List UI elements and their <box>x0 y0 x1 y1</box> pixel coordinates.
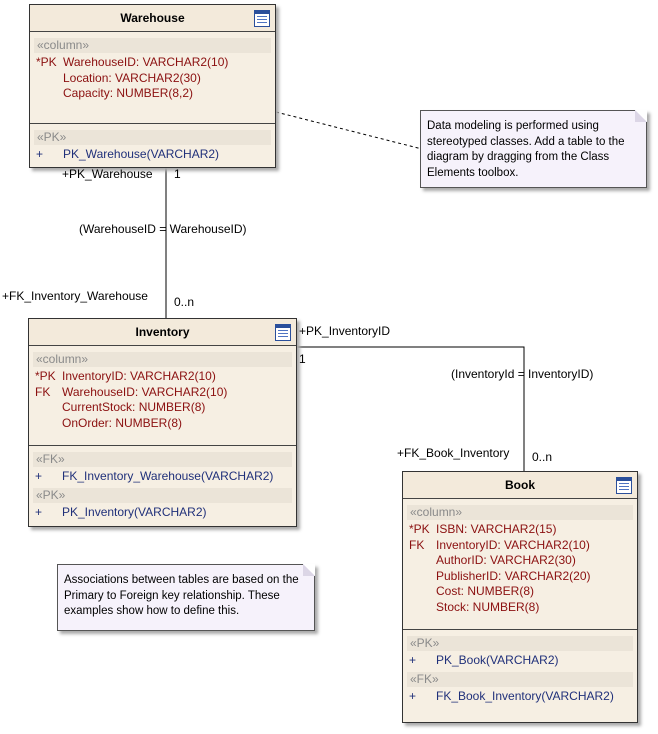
column-row[interactable]: FK InventoryID: VARCHAR2(10) <box>407 538 633 554</box>
operation-text: FK_Inventory_Warehouse(VARCHAR2) <box>62 469 274 483</box>
table-name: Warehouse <box>120 11 185 25</box>
column-stereotype: «column» <box>407 505 633 520</box>
table-inventory[interactable]: Inventory «column» *PK InventoryID: VARCH… <box>28 318 297 527</box>
column-text: InventoryID: VARCHAR2(10) <box>436 537 590 552</box>
column-row[interactable]: Location: VARCHAR2(30) <box>34 71 271 87</box>
source-role-label: +PK_InventoryID <box>299 324 391 338</box>
key-marker: *PK <box>409 522 430 536</box>
target-role-label: +FK_Inventory_Warehouse <box>2 289 148 303</box>
key-marker: FK <box>35 384 51 399</box>
fk-stereotype: «FK» <box>33 452 292 467</box>
column-text: CurrentStock: NUMBER(8) <box>62 400 206 414</box>
column-row[interactable]: OnOrder: NUMBER(8) <box>33 416 292 432</box>
column-row[interactable]: Cost: NUMBER(8) <box>407 584 633 600</box>
note-data-modeling[interactable]: Data modeling is performed using stereot… <box>420 110 647 188</box>
columns-section: «column» *PK InventoryID: VARCHAR2(10) FK… <box>29 346 296 445</box>
source-role-label: +PK_Warehouse <box>62 167 153 181</box>
table-book[interactable]: Book «column» *PK ISBN: VARCHAR2(15) FK In… <box>402 471 638 723</box>
columns-section: «column» *PK WarehouseID: VARCHAR2(10) Lo… <box>30 32 275 123</box>
operation-text: PK_Inventory(VARCHAR2) <box>62 505 207 519</box>
column-text: OnOrder: NUMBER(8) <box>62 415 183 430</box>
note-link-dashed <box>275 111 423 150</box>
operations-section: «FK» + FK_Inventory_Warehouse(VARCHAR2) «… <box>29 445 296 526</box>
key-marker: *PK <box>36 55 57 69</box>
column-text: ISBN: VARCHAR2(15) <box>436 522 557 536</box>
table-header: Inventory <box>29 319 296 346</box>
operation-text: PK_Book(VARCHAR2) <box>436 653 559 667</box>
operation-row[interactable]: + PK_Book(VARCHAR2) <box>407 653 633 668</box>
operations-section: «PK» + PK_Book(VARCHAR2) «FK» + FK_Book_In… <box>403 629 637 722</box>
table-header: Book <box>403 472 637 499</box>
column-stereotype: «column» <box>33 352 292 367</box>
column-row[interactable]: Stock: NUMBER(8) <box>407 600 633 616</box>
operation-row[interactable]: + PK_Inventory(VARCHAR2) <box>33 505 292 520</box>
column-row[interactable]: FK WarehouseID: VARCHAR2(10) <box>33 385 292 401</box>
column-row[interactable]: *PK WarehouseID: VARCHAR2(10) <box>34 55 271 71</box>
note-fold-corner <box>635 110 647 122</box>
column-text: WarehouseID: VARCHAR2(10) <box>62 384 228 399</box>
table-warehouse[interactable]: Warehouse «column» *PK WarehouseID: VARCH… <box>29 4 276 168</box>
table-name: Inventory <box>135 325 190 339</box>
operation-row[interactable]: + FK_Book_Inventory(VARCHAR2) <box>407 689 633 704</box>
note-text: Associations between tables are based on… <box>64 574 299 617</box>
target-multiplicity-label: 0..n <box>532 450 553 464</box>
connector-inventory-book[interactable] <box>296 346 525 471</box>
join-condition-label: (WarehouseID = WarehouseID) <box>79 222 247 236</box>
visibility-marker: + <box>36 147 44 161</box>
key-marker: FK <box>409 537 425 552</box>
column-text: Capacity: NUMBER(8,2) <box>63 86 194 100</box>
column-row[interactable]: Capacity: NUMBER(8,2) <box>34 86 271 102</box>
column-text: PublisherID: VARCHAR2(20) <box>436 568 591 583</box>
pk-stereotype: «PK» <box>34 130 271 145</box>
column-row[interactable]: *PK ISBN: VARCHAR2(15) <box>407 522 633 538</box>
visibility-marker: + <box>409 689 417 703</box>
columns-section: «column» *PK ISBN: VARCHAR2(15) FK Invento… <box>403 499 637 629</box>
column-text: WarehouseID: VARCHAR2(10) <box>63 55 229 69</box>
join-condition-label: (InventoryId = InventoryID) <box>451 367 594 381</box>
column-text: Stock: NUMBER(8) <box>436 599 540 614</box>
table-icon <box>275 324 291 341</box>
pk-stereotype: «PK» <box>33 488 292 503</box>
column-row[interactable]: *PK InventoryID: VARCHAR2(10) <box>33 369 292 385</box>
table-name: Book <box>505 478 535 492</box>
column-text: Cost: NUMBER(8) <box>436 584 535 598</box>
visibility-marker: + <box>409 653 417 667</box>
fk-stereotype: «FK» <box>407 672 633 687</box>
column-text: AuthorID: VARCHAR2(30) <box>436 553 576 567</box>
column-row[interactable]: AuthorID: VARCHAR2(30) <box>407 553 633 569</box>
operation-row[interactable]: + PK_Warehouse(VARCHAR2) <box>34 147 271 162</box>
target-role-label: +FK_Book_Inventory <box>397 446 510 460</box>
visibility-marker: + <box>35 505 43 519</box>
column-text: Location: VARCHAR2(30) <box>63 70 201 85</box>
column-text: InventoryID: VARCHAR2(10) <box>62 369 216 383</box>
operation-text: PK_Warehouse(VARCHAR2) <box>63 147 220 161</box>
table-header: Warehouse <box>30 5 275 32</box>
operations-section: «PK» + PK_Warehouse(VARCHAR2) <box>30 123 275 167</box>
column-stereotype: «column» <box>34 38 271 53</box>
note-fold-corner <box>303 564 315 576</box>
column-row[interactable]: CurrentStock: NUMBER(8) <box>33 400 292 416</box>
column-row[interactable]: PublisherID: VARCHAR2(20) <box>407 569 633 585</box>
visibility-marker: + <box>35 469 43 483</box>
source-multiplicity-label: 1 <box>174 167 181 181</box>
note-associations[interactable]: Associations between tables are based on… <box>57 564 315 631</box>
pk-stereotype: «PK» <box>407 636 633 651</box>
table-icon <box>254 10 270 27</box>
target-multiplicity-label: 0..n <box>174 295 195 309</box>
source-multiplicity-label: 1 <box>299 352 306 366</box>
operation-text: FK_Book_Inventory(VARCHAR2) <box>436 689 614 703</box>
operation-row[interactable]: + FK_Inventory_Warehouse(VARCHAR2) <box>33 469 292 484</box>
note-text: Data modeling is performed using stereot… <box>427 120 625 179</box>
table-icon <box>616 477 632 494</box>
key-marker: *PK <box>35 369 56 383</box>
